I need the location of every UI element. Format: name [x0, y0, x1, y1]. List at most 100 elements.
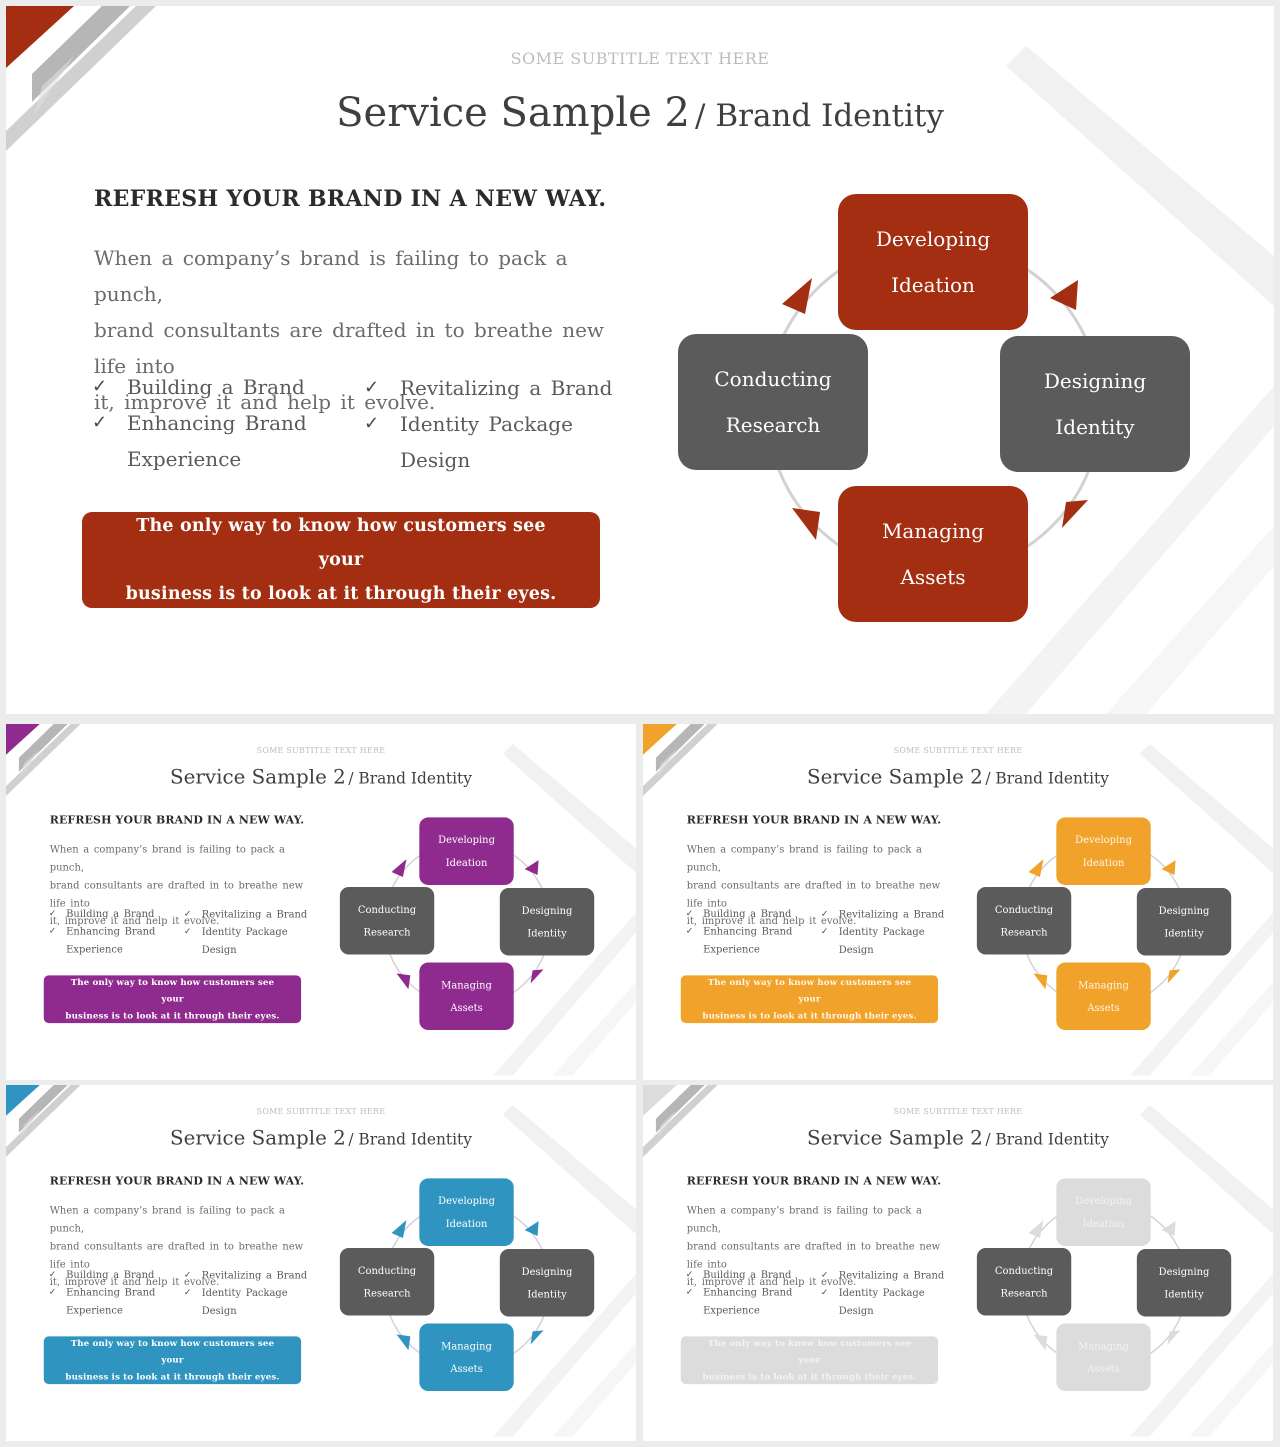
body-line: brand consultants are drafted in to brea…	[49, 1240, 304, 1270]
title-main: Service Sample 2	[170, 765, 346, 789]
body-line: brand consultants are drafted in to brea…	[686, 879, 941, 909]
check-icon: ✓	[820, 926, 829, 937]
body-line: When a company’s brand is failing to pac…	[686, 843, 922, 874]
bullet-item: Experience	[127, 447, 242, 471]
cycle-step-line: Assets	[1087, 1362, 1120, 1375]
bullet-item: Identity Package	[201, 1286, 288, 1299]
body-text: When a company’s brand is failing to pac…	[687, 840, 955, 929]
cycle-step-line: Identity	[1164, 926, 1204, 939]
section-heading: REFRESH YOUR BRAND IN A NEW WAY.	[94, 186, 607, 212]
title-main: Service Sample 2	[807, 765, 983, 789]
check-icon: ✓	[364, 377, 380, 398]
title-sub: / Brand Identity	[985, 769, 1109, 788]
body-line: it, improve it and help it evolve.	[94, 390, 436, 414]
cycle-step-line: Research	[363, 925, 411, 938]
check-icon: ✓	[685, 1286, 694, 1298]
cycle-arrow-icon	[1167, 1330, 1181, 1345]
cycle-arrow-icon	[1161, 1221, 1176, 1237]
bullet-item: Identity Package	[838, 925, 925, 938]
cycle-step-line: Managing	[1078, 1339, 1129, 1352]
section-heading: REFRESH YOUR BRAND IN A NEW WAY.	[686, 813, 942, 827]
cycle-step-line: Ideation	[445, 1217, 488, 1230]
cycle-step-line: Assets	[1087, 1001, 1120, 1014]
cycle-step-line: Designing	[1158, 1265, 1210, 1278]
cycle-step-line: Designing	[521, 904, 573, 917]
body-line: it, improve it and help it evolve.	[49, 914, 220, 927]
cycle-step-line: Ideation	[445, 856, 488, 869]
check-icon: ✓	[183, 1287, 192, 1298]
quote-banner: The only way to know how customers see y…	[82, 512, 600, 608]
cycle-arrow-icon	[524, 1221, 539, 1237]
cycle-step-line: Conducting	[994, 1264, 1054, 1277]
cycle-step-line: Assets	[450, 1362, 483, 1375]
bullet-item: Experience	[66, 943, 123, 956]
cycle-arrow-icon	[1062, 500, 1088, 528]
bullet-item: Building a Brand	[66, 907, 155, 920]
cycle-step-line: Conducting	[994, 903, 1054, 916]
bullet-item: Design	[838, 1304, 874, 1317]
slide-title: Service Sample 2 / Brand Identity	[643, 1127, 1273, 1150]
bullet-item: Enhancing Brand	[66, 925, 156, 938]
bullet-item: Experience	[703, 943, 760, 956]
bullet-item: Experience	[703, 1304, 760, 1317]
check-icon: ✓	[48, 1286, 57, 1298]
bullet-item: Identity Package	[838, 1286, 925, 1299]
cycle-step-line: Research	[1000, 925, 1048, 938]
bullet-item: Enhancing Brand	[703, 1286, 793, 1299]
slide-main-red: SOME SUBTITLE TEXT HERE Service Sample 2…	[6, 6, 1274, 714]
bullet-item: Design	[201, 943, 237, 956]
cycle-step-line: Developing	[875, 226, 991, 251]
title-sub: / Brand Identity	[985, 1130, 1109, 1149]
title-main: Service Sample 2	[170, 1126, 346, 1150]
cycle-step-line: Identity	[527, 1287, 567, 1300]
cycle-step-line: Managing	[1078, 978, 1129, 991]
body-line: When a company’s brand is failing to pac…	[49, 843, 285, 874]
bullet-item: Revitalizing a Brand	[400, 376, 613, 400]
check-icon: ✓	[183, 1269, 192, 1280]
bullet-item: Design	[400, 448, 471, 472]
slide-title: Service Sample 2 / Brand Identity	[6, 766, 636, 789]
bullet-item: Design	[838, 943, 874, 956]
check-icon: ✓	[183, 908, 192, 919]
body-line: When a company’s brand is failing to pac…	[686, 1204, 922, 1235]
bullet-item: Revitalizing a Brand	[201, 907, 308, 920]
cycle-step-line: Developing	[438, 1194, 495, 1207]
bullet-item: Enhancing Brand	[703, 925, 793, 938]
check-icon: ✓	[820, 908, 829, 919]
section-heading: REFRESH YOUR BRAND IN A NEW WAY.	[686, 1174, 942, 1188]
check-icon: ✓	[364, 413, 380, 434]
cycle-step-line: Designing	[521, 1265, 573, 1278]
quote-banner: The only way to know how customers see y…	[680, 1336, 939, 1385]
body-line: When a company’s brand is failing to pac…	[49, 1204, 285, 1235]
quote-line: business is to look at it through their …	[125, 584, 557, 604]
quote-banner: The only way to know how customers see y…	[43, 1336, 302, 1385]
check-icon: ✓	[48, 925, 57, 937]
quote-line: The only way to know how customers see y…	[70, 1338, 275, 1366]
cycle-step-line: Assets	[900, 564, 966, 589]
cycle-step-line: Research	[1000, 1286, 1048, 1299]
check-icon: ✓	[183, 926, 192, 937]
slide-title: Service Sample 2 / Brand Identity	[6, 1127, 636, 1150]
cycle-step-line: Designing	[1158, 904, 1210, 917]
cycle-step-line: Managing	[441, 978, 492, 991]
cycle-step-line: Identity	[527, 926, 567, 939]
bullet-item: Enhancing Brand	[66, 1286, 156, 1299]
cycle-arrow-icon	[792, 508, 820, 540]
body-text: When a company’s brand is failing to pac…	[50, 840, 318, 929]
bullet-item: Design	[201, 1304, 237, 1317]
quote-line: The only way to know how customers see y…	[707, 1338, 912, 1366]
body-line: it, improve it and help it evolve.	[686, 914, 857, 927]
bullet-item: Building a Brand	[703, 1268, 792, 1281]
